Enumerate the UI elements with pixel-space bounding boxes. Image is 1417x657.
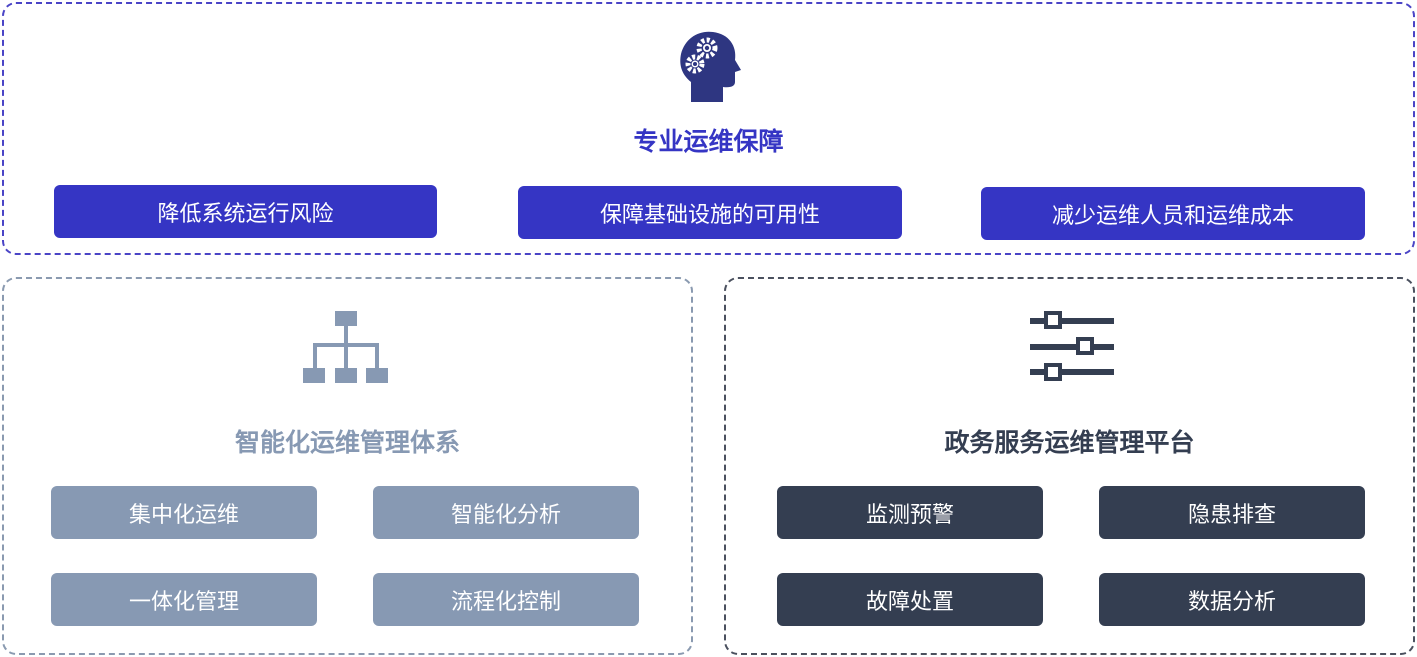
right-item: 故障处置 [777, 573, 1043, 626]
left-item: 流程化控制 [373, 573, 639, 626]
left-title: 智能化运维管理体系 [234, 428, 460, 457]
right-item: 隐患排查 [1099, 486, 1365, 539]
right-item: 数据分析 [1099, 573, 1365, 626]
sliders-icon [1030, 311, 1114, 381]
right-title: 政务服务运维管理平台 [944, 428, 1195, 457]
intelligent-ops-panel: 智能化运维管理体系 集中化运维 智能化分析 一体化管理 流程化控制 [2, 277, 693, 655]
top-title: 专业运维保障 [633, 127, 784, 156]
top-item: 保障基础设施的可用性 [518, 186, 902, 239]
right-item: 监测预警 [777, 486, 1043, 539]
top-item: 减少运维人员和运维成本 [981, 187, 1365, 240]
top-item: 降低系统运行风险 [54, 185, 437, 238]
org-chart-icon [303, 311, 388, 383]
left-item: 智能化分析 [373, 486, 639, 539]
head-gears-icon [680, 31, 741, 102]
left-item: 一体化管理 [51, 573, 317, 626]
gov-ops-platform-panel: 政务服务运维管理平台 监测预警 隐患排查 故障处置 数据分析 [724, 277, 1415, 655]
left-item: 集中化运维 [51, 486, 317, 539]
professional-ops-panel: 专业运维保障 降低系统运行风险 保障基础设施的可用性 减少运维人员和运维成本 [2, 2, 1415, 255]
